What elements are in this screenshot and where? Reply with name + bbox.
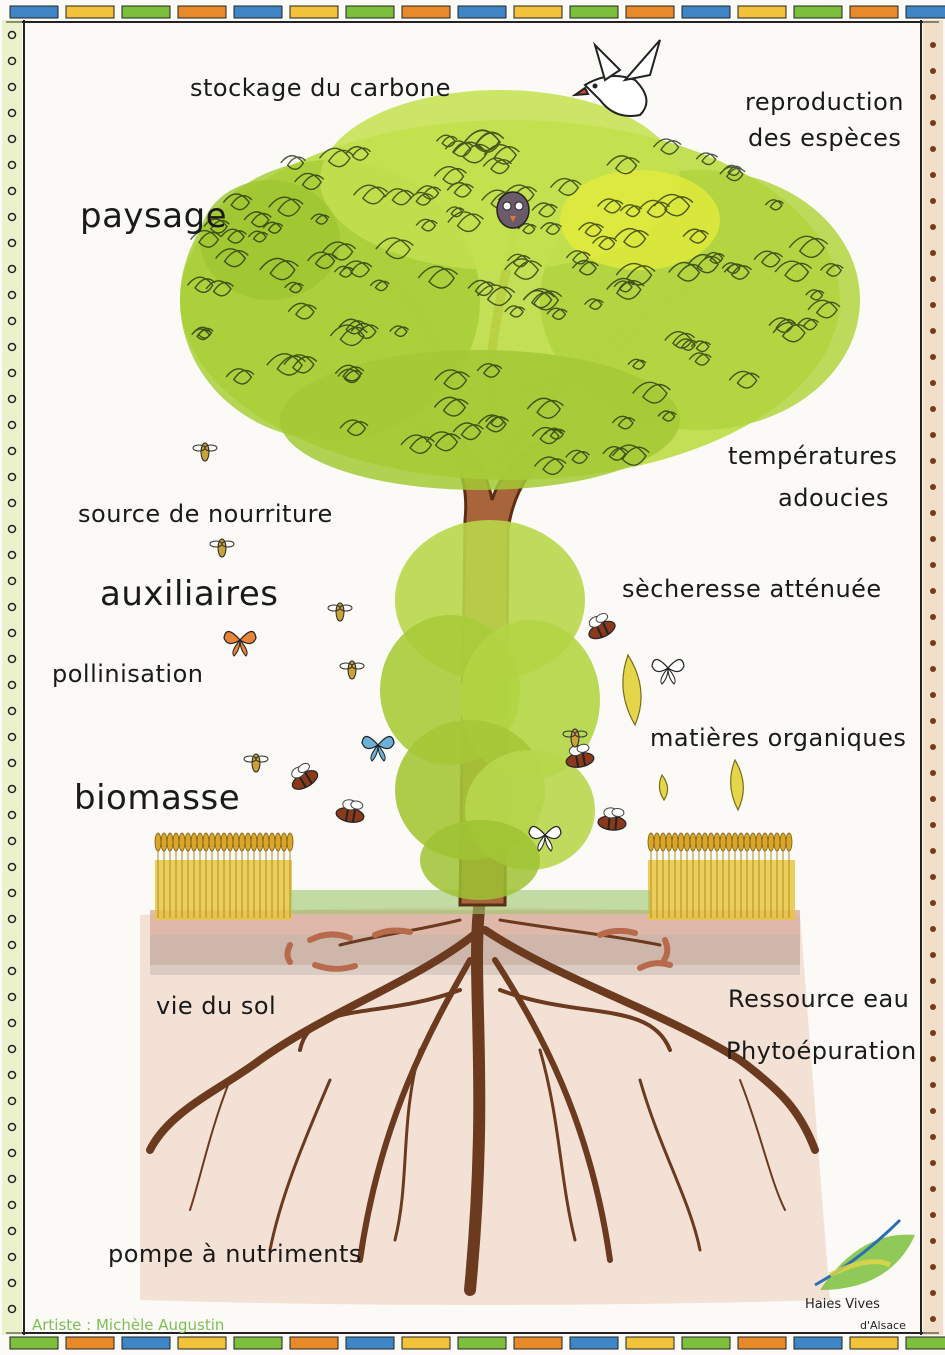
label-source-nourriture: source de nourriture bbox=[78, 500, 333, 528]
label-reproduction-line1: reproduction bbox=[745, 88, 904, 116]
label-matieres-organiques: matières organiques bbox=[650, 724, 906, 752]
border-right bbox=[921, 20, 943, 1335]
label-ressource-eau: Ressource eau bbox=[728, 985, 909, 1013]
label-paysage: paysage bbox=[80, 196, 227, 236]
logo-text-line2: d'Alsace bbox=[860, 1319, 906, 1332]
border-left bbox=[2, 20, 24, 1335]
label-temperatures-line2: adoucies bbox=[778, 484, 889, 512]
label-vie-du-sol: vie du sol bbox=[156, 992, 276, 1020]
wheat-field-left bbox=[155, 833, 293, 920]
label-stockage-carbone: stockage du carbone bbox=[190, 74, 451, 102]
label-pompe-nutriments: pompe à nutriments bbox=[108, 1240, 362, 1268]
wheat-field-right bbox=[648, 833, 795, 920]
label-secheresse: sècheresse atténuée bbox=[622, 575, 882, 603]
label-biomasse: biomasse bbox=[74, 778, 240, 818]
logo-text-line1: Haies Vives bbox=[805, 1297, 880, 1312]
label-pollinisation: pollinisation bbox=[52, 660, 203, 688]
owl-icon bbox=[497, 192, 529, 228]
label-auxiliaires: auxiliaires bbox=[100, 574, 279, 614]
worm-icon bbox=[288, 945, 291, 962]
label-temperatures-line1: températures bbox=[728, 442, 897, 470]
worm-icon bbox=[664, 940, 667, 960]
label-reproduction-line2: des espèces bbox=[748, 124, 901, 152]
artist-credit: Artiste : Michèle Augustin bbox=[32, 1316, 224, 1334]
label-phytoepuration: Phytoépuration bbox=[726, 1037, 917, 1065]
